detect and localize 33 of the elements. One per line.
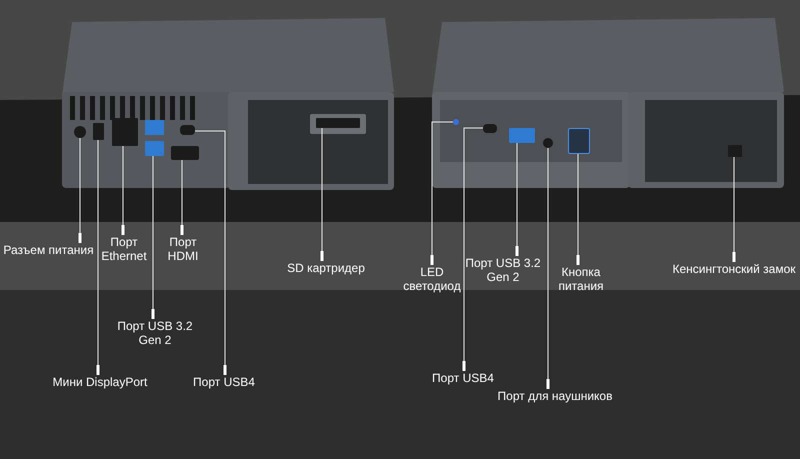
callout-label: Разъем питания [0,243,97,257]
leader-line [576,154,580,266]
callout-label: Порт USB 3.2 Gen 2 [112,319,198,347]
callout-label: Порт USB4 [190,375,258,389]
leader-line [194,130,226,376]
leader-line [78,138,82,244]
callout-label: Кенсингтонский замок [668,262,800,276]
callout-label: Порт Ethernet [100,235,148,263]
hdmi-port [171,146,199,160]
power-button [568,128,590,154]
callout-label: Кнопка питания [552,265,610,293]
leader-line [180,160,184,236]
callout-label: Порт USB4 [428,371,498,385]
usb-port [145,141,164,156]
leader-line [546,148,550,390]
leader-line [430,122,454,266]
callout-label: Порт для наушников [494,389,616,403]
callout-label: Порт HDMI [162,235,204,263]
sd-card-slot [316,118,360,128]
callout-label: SD картридер [284,261,368,275]
callout-label: Мини DisplayPort [48,375,152,389]
mini-displayport [93,123,104,140]
leader-line [122,146,124,236]
ethernet-port [112,118,138,146]
usb-c-port [180,125,195,135]
usb-port [509,128,535,143]
lock-slot [728,145,742,157]
leader-line [462,128,484,372]
leader-line [732,156,736,262]
leader-line [516,142,518,256]
leader-line [96,140,100,376]
leader-line [152,156,154,320]
usb-c-port [483,124,497,133]
